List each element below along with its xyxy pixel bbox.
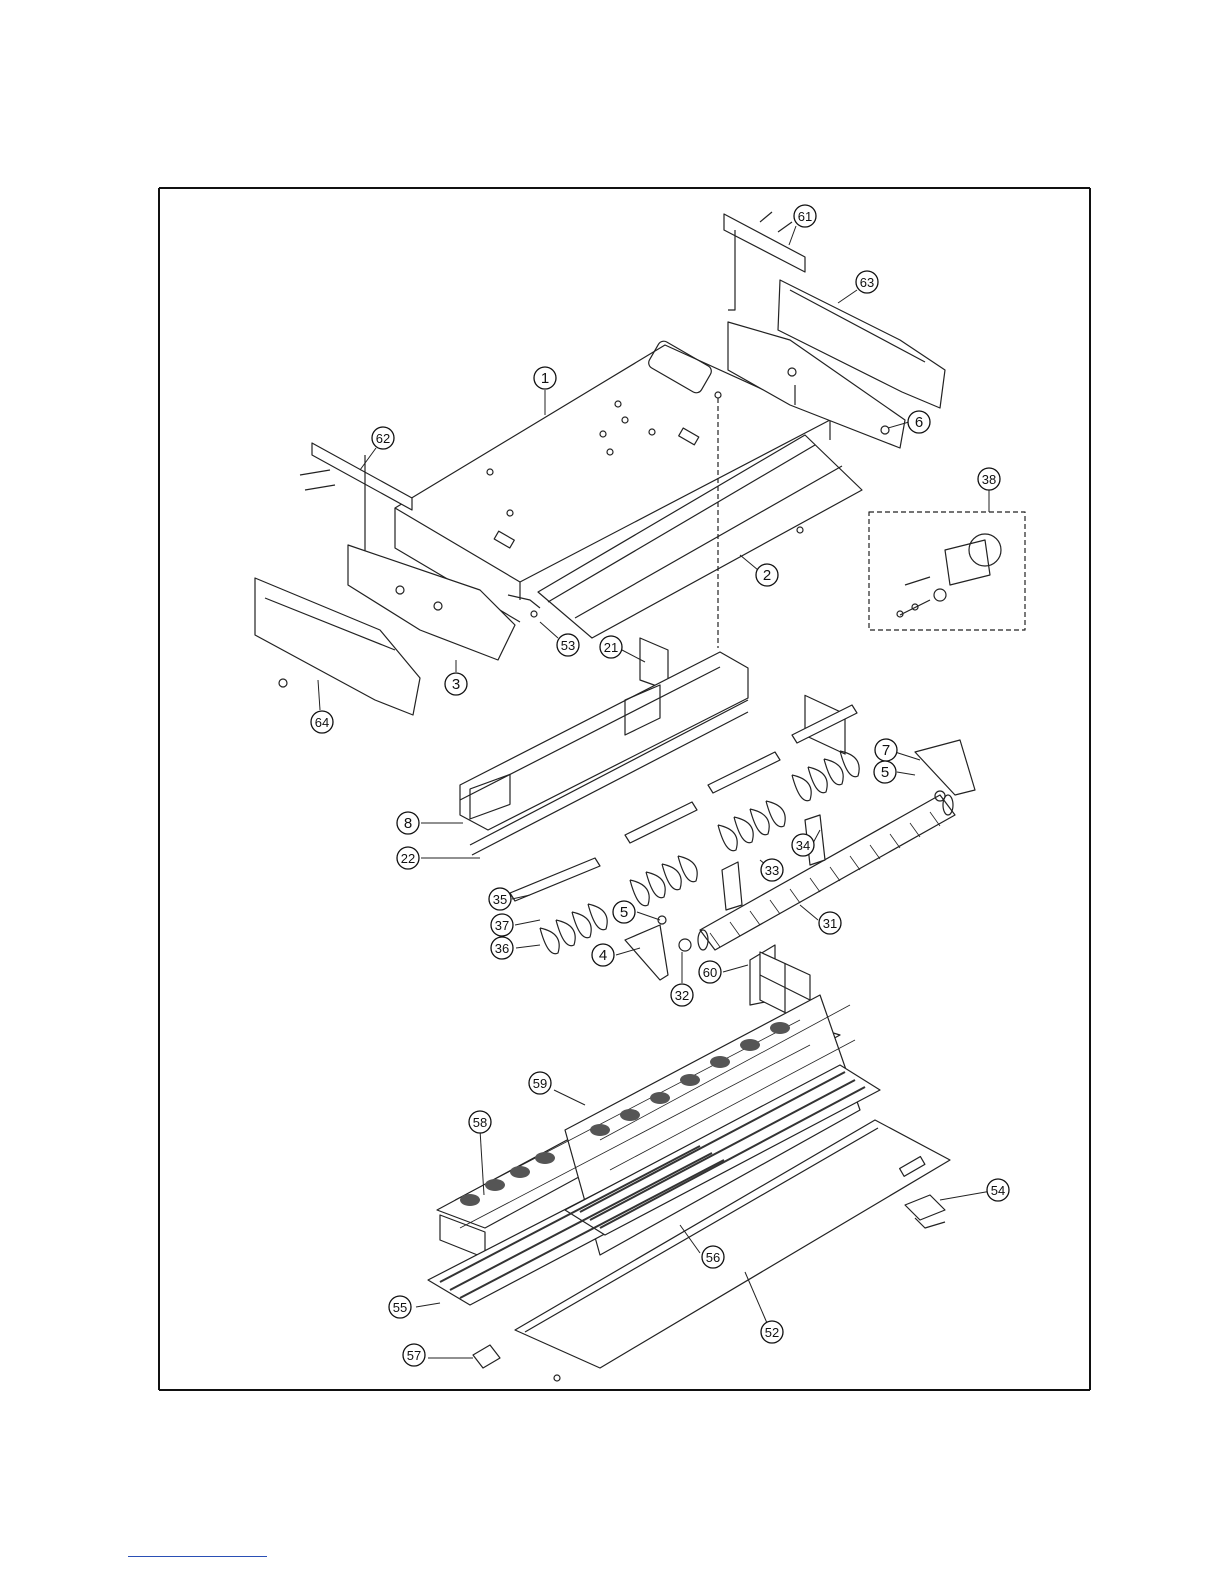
- callout-8: 8: [397, 812, 419, 834]
- callout-label: 62: [376, 431, 390, 446]
- callout-59: 59: [529, 1072, 551, 1094]
- callout-31: 31: [819, 912, 841, 934]
- callout-53: 53: [557, 634, 579, 656]
- callout-4: 4: [592, 944, 614, 966]
- callout-35: 35: [489, 888, 511, 910]
- callout-61: 61: [794, 205, 816, 227]
- callout-label: 5: [620, 904, 628, 921]
- callout-label: 63: [860, 275, 874, 290]
- callout-label: 21: [604, 640, 618, 655]
- callout-63: 63: [856, 271, 878, 293]
- callout-5: 5: [874, 761, 896, 783]
- callout-label: 37: [495, 918, 509, 933]
- callout-37: 37: [491, 914, 513, 936]
- callout-label: 6: [915, 414, 923, 431]
- callout-38: 38: [978, 468, 1000, 490]
- callout-label: 61: [798, 209, 812, 224]
- callout-6: 6: [908, 411, 930, 433]
- callout-2: 2: [756, 564, 778, 586]
- callout-label: 36: [495, 941, 509, 956]
- callout-label: 59: [533, 1076, 547, 1091]
- part-main-beam: [460, 652, 748, 855]
- callout-label: 60: [703, 965, 717, 980]
- callout-58: 58: [469, 1111, 491, 1133]
- callout-label: 4: [599, 947, 607, 964]
- callout-1: 1: [534, 367, 556, 389]
- part-small-hardware: [625, 740, 975, 980]
- callout-label: 38: [982, 472, 996, 487]
- callout-label: 58: [473, 1115, 487, 1130]
- callout-22: 22: [397, 847, 419, 869]
- callout-32: 32: [671, 984, 693, 1006]
- callout-label: 31: [823, 916, 837, 931]
- callout-label: 55: [393, 1300, 407, 1315]
- callout-3: 3: [445, 673, 467, 695]
- callout-label: 64: [315, 715, 329, 730]
- callout-62: 62: [372, 427, 394, 449]
- callout-52: 52: [761, 1321, 783, 1343]
- callout-label: 35: [493, 892, 507, 907]
- callout-label: 32: [675, 988, 689, 1003]
- callout-label: 52: [765, 1325, 779, 1340]
- part-stepping-motor: [869, 512, 1025, 630]
- part-foot: [473, 1345, 500, 1368]
- callout-label: 8: [404, 815, 412, 832]
- callout-21: 21: [600, 636, 622, 658]
- callout-label: 33: [765, 863, 779, 878]
- callout-label: 34: [796, 838, 810, 853]
- callout-54: 54: [987, 1179, 1009, 1201]
- callout-label: 2: [763, 567, 771, 584]
- callout-label: 54: [991, 1183, 1005, 1198]
- part-hinge: [905, 1195, 945, 1228]
- callout-55: 55: [389, 1296, 411, 1318]
- callout-label: 22: [401, 851, 415, 866]
- callout-label: 5: [881, 764, 889, 781]
- callout-label: 56: [706, 1250, 720, 1265]
- callout-33: 33: [761, 859, 783, 881]
- callout-label: 7: [882, 742, 890, 759]
- callout-56: 56: [702, 1246, 724, 1268]
- callout-34: 34: [792, 834, 814, 856]
- callout-7: 7: [875, 739, 897, 761]
- callout-5: 5: [613, 901, 635, 923]
- callout-36: 36: [491, 937, 513, 959]
- callout-label: 3: [452, 676, 460, 693]
- callout-57: 57: [403, 1344, 425, 1366]
- callout-label: 57: [407, 1348, 421, 1363]
- callout-label: 1: [541, 370, 549, 387]
- callout-label: 53: [561, 638, 575, 653]
- callout-64: 64: [311, 711, 333, 733]
- callout-60: 60: [699, 961, 721, 983]
- part-clip: [508, 595, 540, 617]
